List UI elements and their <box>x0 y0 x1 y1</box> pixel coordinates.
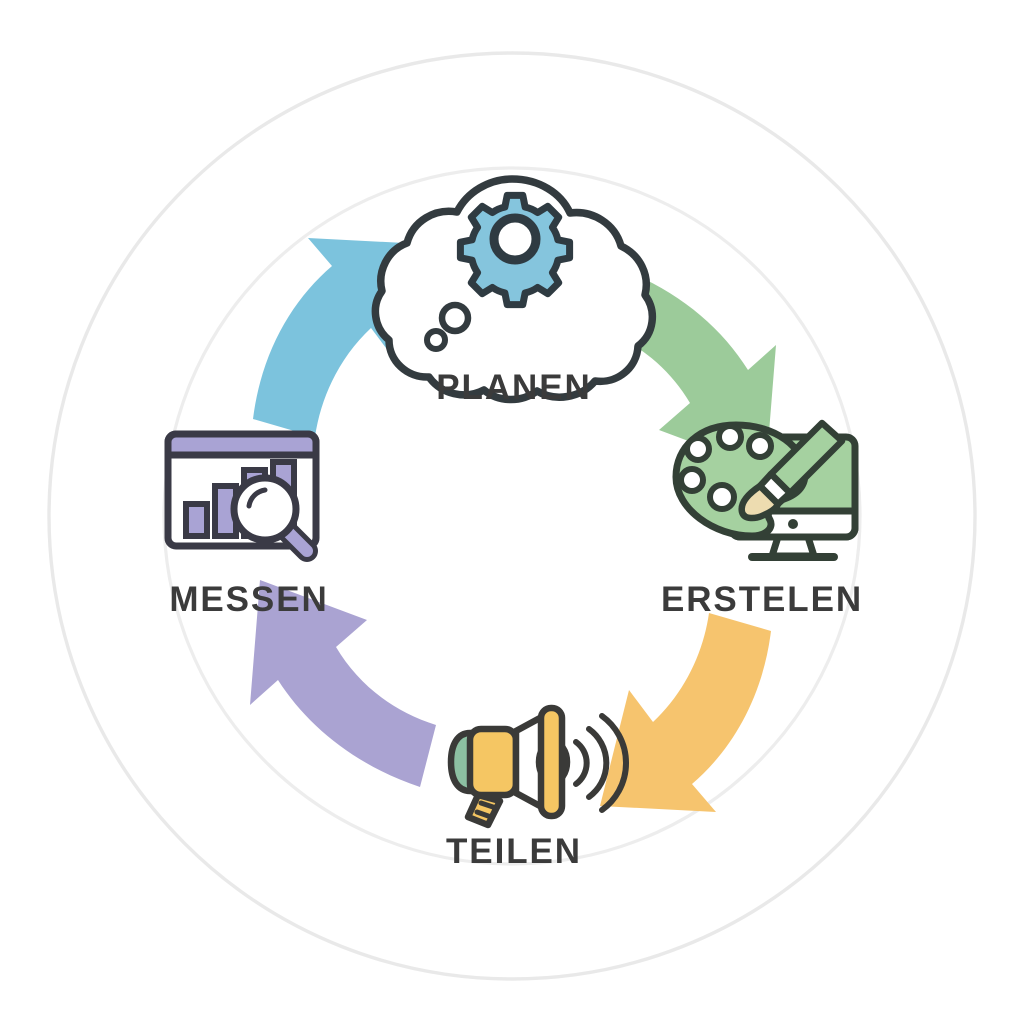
stage-label-teilen: TEILEN <box>446 832 582 871</box>
thought-bubble-gear-icon <box>371 175 657 404</box>
inner-guide-circle <box>162 166 862 866</box>
monitor-palette-brush-icon <box>672 419 859 561</box>
stage-label-messen: MESSEN <box>169 580 329 619</box>
bar-chart-magnifier-icon <box>164 430 320 562</box>
megaphone-icon <box>447 704 630 829</box>
stage-label-erstelen: ERSTELEN <box>660 580 864 619</box>
outer-guide-circle <box>47 51 977 981</box>
stage-label-planen: PLANEN <box>436 368 592 407</box>
arrow-erstelen-to-teilen <box>600 613 771 812</box>
arrow-teilen-to-messen <box>250 580 436 787</box>
